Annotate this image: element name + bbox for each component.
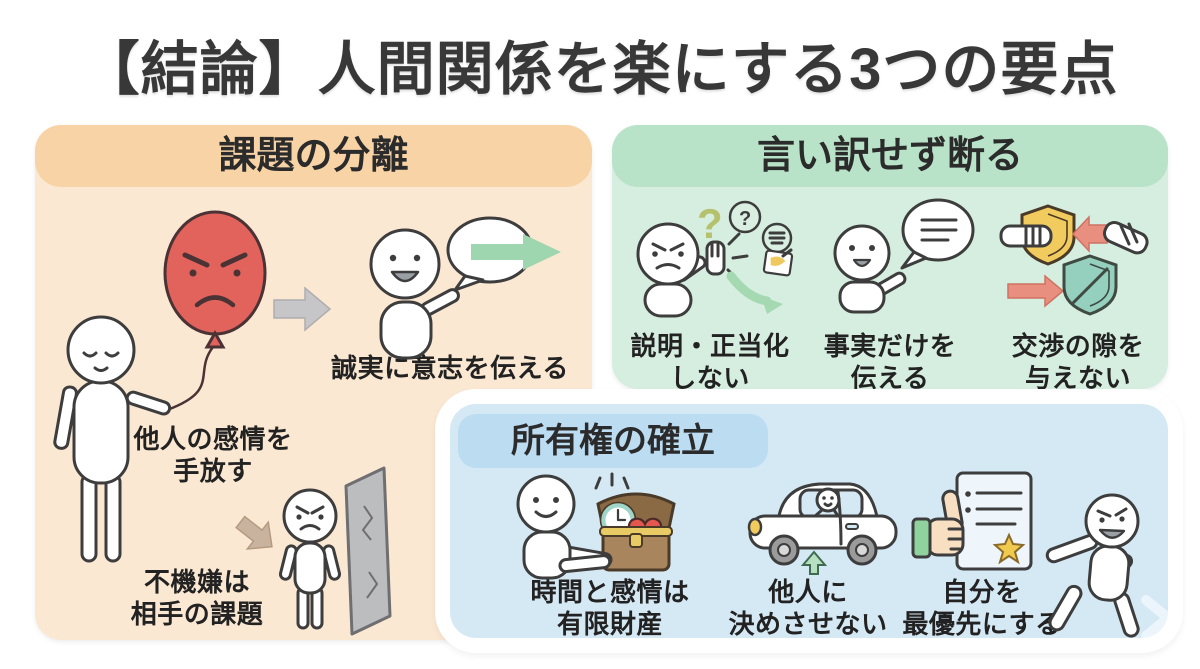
gray-arrow-icon [273,286,332,332]
caption-no-negotiation: 交渉の隙を 与えない [1011,331,1145,393]
caption-facts-only: 事実だけを 伝える [823,331,957,393]
caption-no-justify: 説明・正当化 しない [630,331,790,393]
panel-task-separation-header: 課題の分離 [35,125,592,187]
grumpy-person-icon [278,488,342,630]
question-mark-icon: ? [697,200,723,247]
caption-bad-mood: 不機嫌は 相手の課題 [130,567,264,629]
panel-refuse-header: 言い訳せず断る [612,125,1168,187]
thumbs-up-scene [911,471,1033,571]
page-title: 【結論】人間関係を楽にする3つの要点 [81,37,1119,102]
speech-bubble-arrow-icon [446,216,561,292]
caption-convey-intent: 誠実に意志を伝える [331,353,569,383]
pointing-person-icon [1045,493,1140,638]
chevron-right-watermark-icon [1141,595,1173,641]
panel-ownership-header: 所有権の確立 [458,414,768,468]
caption-decide-yourself: 他人に 決めさせない [728,577,888,639]
caption-let-go: 他人の感情を 手放す [133,424,293,486]
caption-self-first: 自分を 最優先にする [902,577,1062,639]
question-bubble-icon: ? [739,208,751,230]
stop-hand-scene: ? ? [636,200,794,318]
car-scene [747,482,898,575]
wall-icon [344,466,392,636]
shields-scene [999,204,1149,316]
angry-balloon-icon [163,210,267,412]
talking-person-icon [369,228,460,360]
treasure-chest-scene [516,472,676,580]
calm-person-icon [53,315,172,563]
fact-speech-scene [833,198,975,314]
caption-finite-assets: 時間と感情は 有限財産 [530,577,690,639]
tan-arrow-icon [235,515,273,550]
panel-refuse: 言い訳せず断る 説明・正当化 しない 事実だけを 伝える 交渉の隙を 与えない [612,125,1168,393]
